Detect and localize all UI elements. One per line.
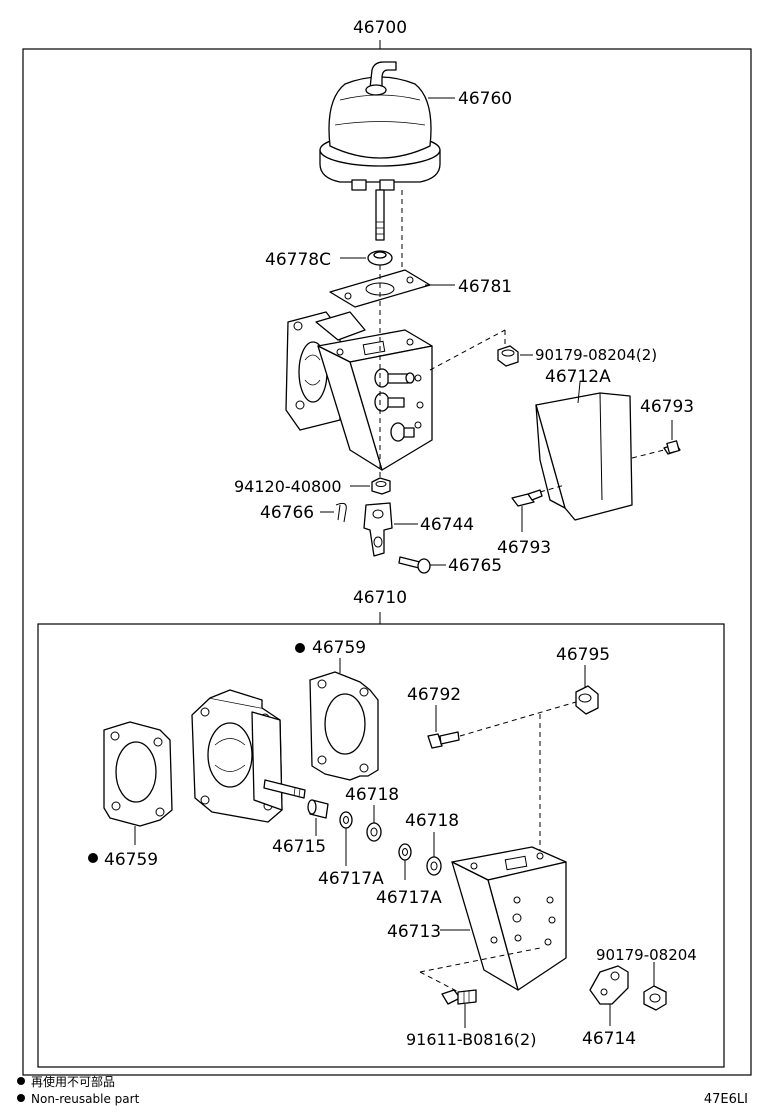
pin-46765 bbox=[398, 556, 431, 574]
nut-94120-40800 bbox=[371, 477, 391, 495]
label-46718-left: 46718 bbox=[345, 785, 399, 805]
label-46778C: 46778C bbox=[265, 250, 331, 270]
nut-90179-08204-pair bbox=[497, 345, 519, 367]
label-46766: 46766 bbox=[260, 503, 314, 523]
gasket-46759-lower bbox=[103, 721, 173, 827]
clevis-46744 bbox=[363, 502, 393, 557]
label-91611-B0816-2: 91611-B0816(2) bbox=[406, 1030, 536, 1049]
lever-46714 bbox=[589, 965, 629, 1005]
label-90179-08204-2: 90179-08204(2) bbox=[535, 346, 657, 364]
assembly-46710-frame bbox=[37, 623, 725, 1068]
valve-body-assembled bbox=[285, 311, 433, 471]
bolt-46792 bbox=[427, 731, 460, 749]
nut-46778C bbox=[367, 250, 393, 266]
label-46744: 46744 bbox=[420, 515, 474, 535]
label-46760: 46760 bbox=[458, 89, 512, 109]
label-46795: 46795 bbox=[556, 645, 610, 665]
figure-code: 47E6LI bbox=[704, 1092, 748, 1107]
shaft-46715 bbox=[307, 799, 329, 819]
non-reusable-mark-lower bbox=[88, 853, 98, 863]
label-94120-40800: 94120-40800 bbox=[234, 477, 342, 496]
label-46713: 46713 bbox=[387, 922, 441, 942]
clip-46766 bbox=[335, 502, 347, 523]
washer-46718-right bbox=[426, 856, 442, 876]
actuator-46760 bbox=[319, 61, 441, 241]
label-46781: 46781 bbox=[458, 277, 512, 297]
label-46718-right: 46718 bbox=[405, 811, 459, 831]
valve-body-exploded bbox=[191, 689, 306, 823]
legend-dot-jp bbox=[17, 1077, 25, 1085]
bracket-46713 bbox=[451, 846, 567, 991]
label-46714: 46714 bbox=[582, 1029, 636, 1049]
legend-text-jp: 再使用不可部品 bbox=[31, 1074, 115, 1089]
label-46717A-right: 46717A bbox=[376, 888, 442, 908]
label-46759-upper: 46759 bbox=[312, 638, 366, 658]
label-46710: 46710 bbox=[353, 588, 407, 608]
label-46759-lower: 46759 bbox=[104, 850, 158, 870]
label-90179-08204: 90179-08204 bbox=[596, 946, 697, 964]
nut-90179-08204-single bbox=[643, 985, 667, 1011]
bracket-cover-46712A bbox=[535, 392, 633, 521]
washer-46717A-right bbox=[398, 843, 412, 861]
legend-dot-en bbox=[17, 1094, 25, 1102]
legend-text-en: Non-reusable part bbox=[31, 1092, 140, 1106]
bolt-46793-lower bbox=[511, 489, 543, 507]
washer-46717A-left bbox=[339, 811, 353, 829]
spacer-46795 bbox=[575, 685, 599, 715]
washer-46718-left bbox=[366, 822, 382, 842]
label-46712A: 46712A bbox=[545, 367, 611, 387]
label-46793-lower: 46793 bbox=[497, 538, 551, 558]
bolt-91611-B0816 bbox=[441, 989, 477, 1005]
label-46792: 46792 bbox=[407, 685, 461, 705]
label-46717A-left: 46717A bbox=[318, 869, 384, 889]
assembly-46700-frame bbox=[22, 48, 752, 1076]
label-46793-right: 46793 bbox=[640, 397, 694, 417]
bolt-46793-right bbox=[663, 440, 681, 455]
gasket-46759-upper bbox=[309, 671, 379, 781]
non-reusable-mark-upper bbox=[295, 643, 305, 653]
label-46700: 46700 bbox=[353, 18, 407, 38]
label-46715: 46715 bbox=[272, 837, 326, 857]
label-46765: 46765 bbox=[448, 556, 502, 576]
